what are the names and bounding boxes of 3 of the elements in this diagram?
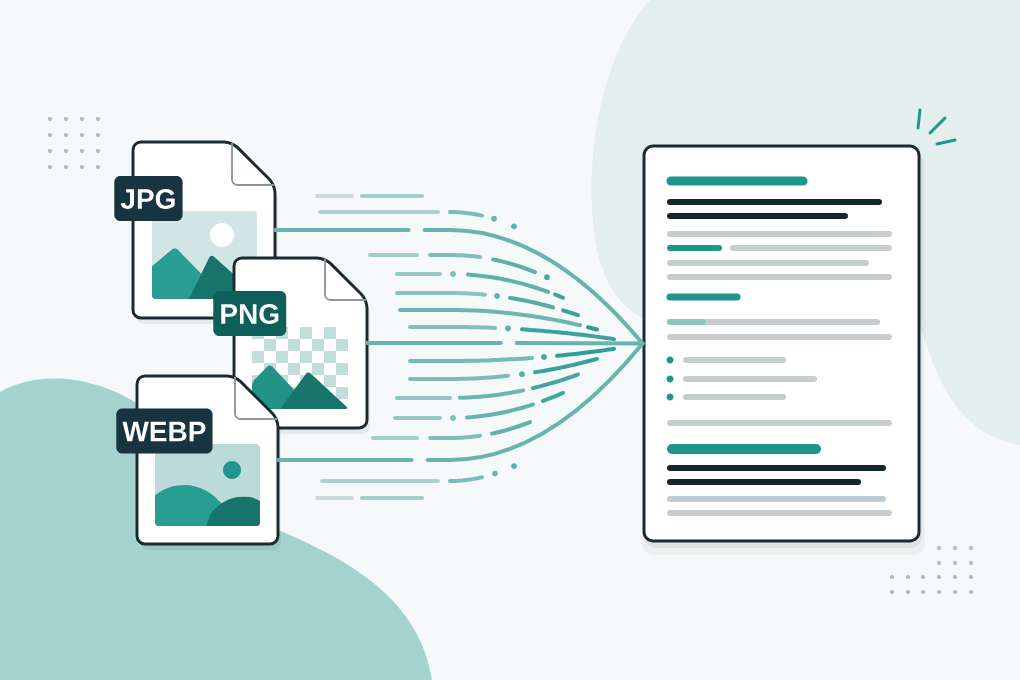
flow-line: [365, 341, 645, 346]
document-page: [642, 144, 925, 555]
flow-line: [276, 341, 645, 462]
